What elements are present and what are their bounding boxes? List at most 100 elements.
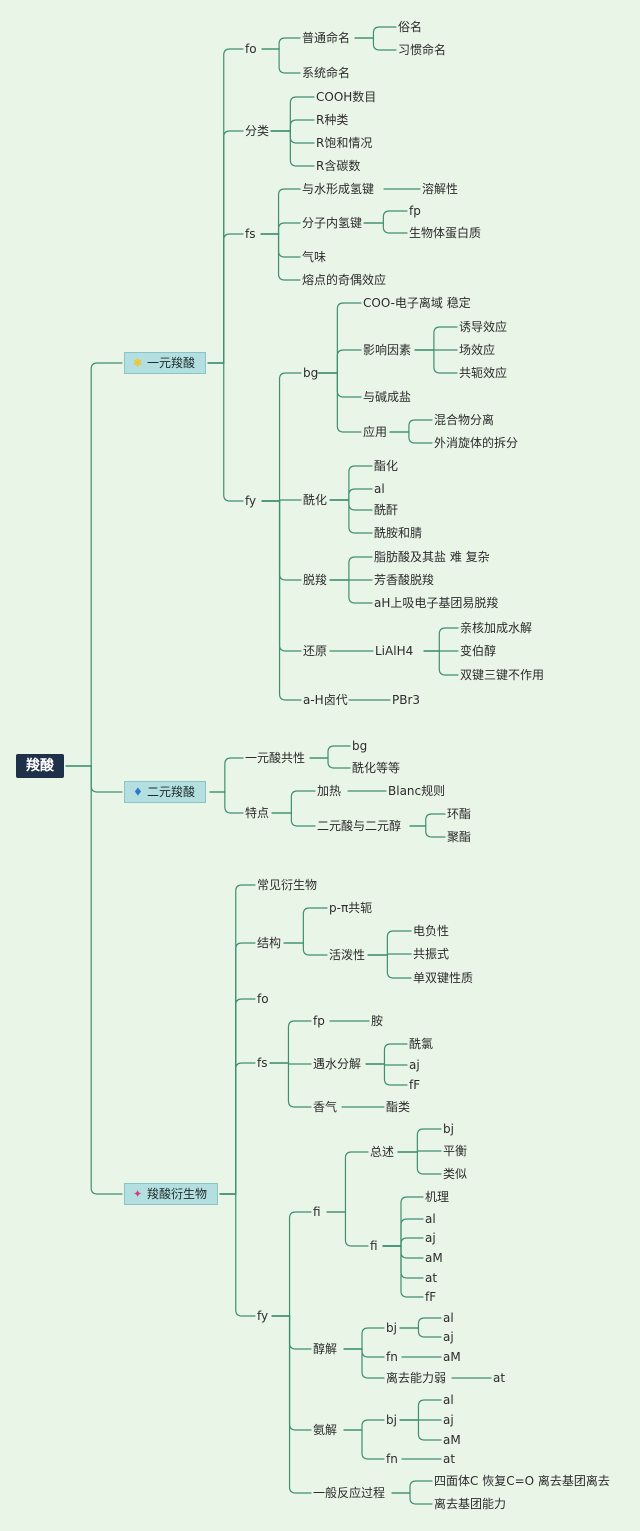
map-node[interactable]: 四面体C 恢复C=O 离去基团离去 [434,1474,610,1488]
branch-node-monocarboxylic[interactable]: ✱ 一元羧酸 [124,352,207,374]
map-node[interactable]: 脱羧 [303,573,328,587]
map-node[interactable]: at [493,1371,506,1385]
map-node[interactable]: fy [245,494,257,508]
map-node[interactable]: 二元酸与二元醇 [317,819,402,833]
map-node[interactable]: 酰化 [303,493,328,507]
map-node[interactable]: 气味 [302,250,327,264]
map-node[interactable]: aj [443,1330,454,1344]
map-node[interactable]: 酯类 [386,1100,411,1114]
map-node[interactable]: 习惯命名 [398,43,447,57]
map-node[interactable]: 聚酯 [447,830,472,844]
branch-node-derivatives[interactable]: ✦ 羧酸衍生物 [124,1183,219,1205]
map-node[interactable]: aH上吸电子基团易脱羧 [374,596,499,610]
map-node[interactable]: fo [245,42,257,56]
map-node[interactable]: R种类 [316,113,349,127]
map-node[interactable]: 与水形成氢键 [302,182,375,196]
branch-node-dicarboxylic[interactable]: ♦ 二元羧酸 [124,781,207,803]
map-node[interactable]: fF [409,1078,421,1092]
map-node[interactable]: bg [352,739,368,753]
map-node[interactable]: 活泼性 [329,948,366,962]
map-node[interactable]: LiAlH4 [375,644,414,658]
map-node[interactable]: fo [257,992,269,1006]
map-node[interactable]: aM [425,1251,443,1265]
map-node[interactable]: COOH数目 [316,90,377,104]
map-node[interactable]: R饱和情况 [316,136,373,150]
map-node[interactable]: 常见衍生物 [257,878,318,892]
map-node[interactable]: fn [386,1452,398,1466]
map-node[interactable]: fn [386,1350,398,1364]
map-node[interactable]: bj [443,1122,454,1136]
map-node[interactable]: 离去基团能力 [434,1497,507,1511]
map-node[interactable]: 诱导效应 [459,320,508,334]
map-node[interactable]: 共振式 [413,947,450,961]
map-node[interactable]: 结构 [257,936,282,950]
map-node[interactable]: Blanc规则 [388,784,446,798]
map-node[interactable]: 共轭效应 [459,366,508,380]
map-node[interactable]: 一般反应过程 [313,1486,386,1500]
map-node[interactable]: a-H卤代 [303,693,348,707]
map-node[interactable]: fi [313,1205,321,1219]
map-node[interactable]: aj [425,1231,436,1245]
map-node[interactable]: 一元酸共性 [245,751,306,765]
map-node[interactable]: aM [443,1433,461,1447]
map-node[interactable]: 电负性 [413,924,450,938]
root-node[interactable]: 羧酸 [16,754,64,778]
map-node[interactable]: 生物体蛋白质 [409,226,482,240]
map-node[interactable]: 与碱成盐 [363,390,412,404]
map-node[interactable]: 熔点的奇偶效应 [302,273,387,287]
map-node[interactable]: 醇解 [313,1342,338,1356]
map-node[interactable]: aM [443,1350,461,1364]
map-node[interactable]: fi [370,1239,378,1253]
map-node[interactable]: 外消旋体的拆分 [434,436,519,450]
map-node[interactable]: 变伯醇 [460,644,497,658]
map-node[interactable]: at [425,1271,438,1285]
map-node[interactable]: 特点 [245,806,270,820]
map-node[interactable]: 单双键性质 [413,971,474,985]
map-node[interactable]: al [425,1212,436,1226]
map-node[interactable]: al [443,1393,454,1407]
map-node[interactable]: 类似 [443,1167,468,1181]
map-node[interactable]: 离去能力弱 [386,1371,447,1385]
map-node[interactable]: fp [409,204,421,218]
map-node[interactable]: fs [257,1056,268,1070]
map-node[interactable]: al [374,482,385,496]
map-node[interactable]: 酰酐 [374,503,399,517]
map-node[interactable]: at [443,1452,456,1466]
map-node[interactable]: fs [245,227,256,241]
map-node[interactable]: 分类 [245,124,270,138]
map-node[interactable]: fF [425,1290,437,1304]
map-node[interactable]: 总述 [370,1145,395,1159]
map-node[interactable]: 还原 [303,644,328,658]
map-node[interactable]: 俗名 [398,20,423,34]
map-node[interactable]: 遇水分解 [313,1057,362,1071]
map-node[interactable]: 分子内氢键 [302,216,363,230]
map-node[interactable]: fy [257,1309,269,1323]
map-node[interactable]: bj [386,1321,397,1335]
map-node[interactable]: 加热 [317,784,342,798]
map-node[interactable]: 亲核加成水解 [460,621,533,635]
map-node[interactable]: aj [409,1058,420,1072]
map-node[interactable]: R含碳数 [316,159,361,173]
map-node[interactable]: bj [386,1413,397,1427]
map-node[interactable]: al [443,1311,454,1325]
map-node[interactable]: 香气 [313,1100,338,1114]
map-node[interactable]: 酰氯 [409,1037,434,1051]
map-node[interactable]: 场效应 [459,343,496,357]
map-node[interactable]: 酰胺和腈 [374,526,423,540]
map-node[interactable]: COO-电子离域 稳定 [363,296,471,310]
map-node[interactable]: 平衡 [443,1144,468,1158]
map-node[interactable]: 酰化等等 [352,761,401,775]
map-node[interactable]: bg [303,366,319,380]
map-node[interactable]: 混合物分离 [434,413,495,427]
map-node[interactable]: 胺 [371,1014,384,1028]
map-node[interactable]: 影响因素 [363,343,412,357]
map-node[interactable]: 脂肪酸及其盐 难 复杂 [374,550,490,564]
map-node[interactable]: 双键三键不作用 [460,668,545,682]
map-node[interactable]: 系统命名 [302,66,351,80]
map-node[interactable]: 机理 [425,1190,450,1204]
map-node[interactable]: 酯化 [374,459,399,473]
map-node[interactable]: 氨解 [313,1423,338,1437]
map-node[interactable]: fp [313,1014,325,1028]
map-node[interactable]: PBr3 [392,693,421,707]
map-node[interactable]: 溶解性 [422,182,459,196]
